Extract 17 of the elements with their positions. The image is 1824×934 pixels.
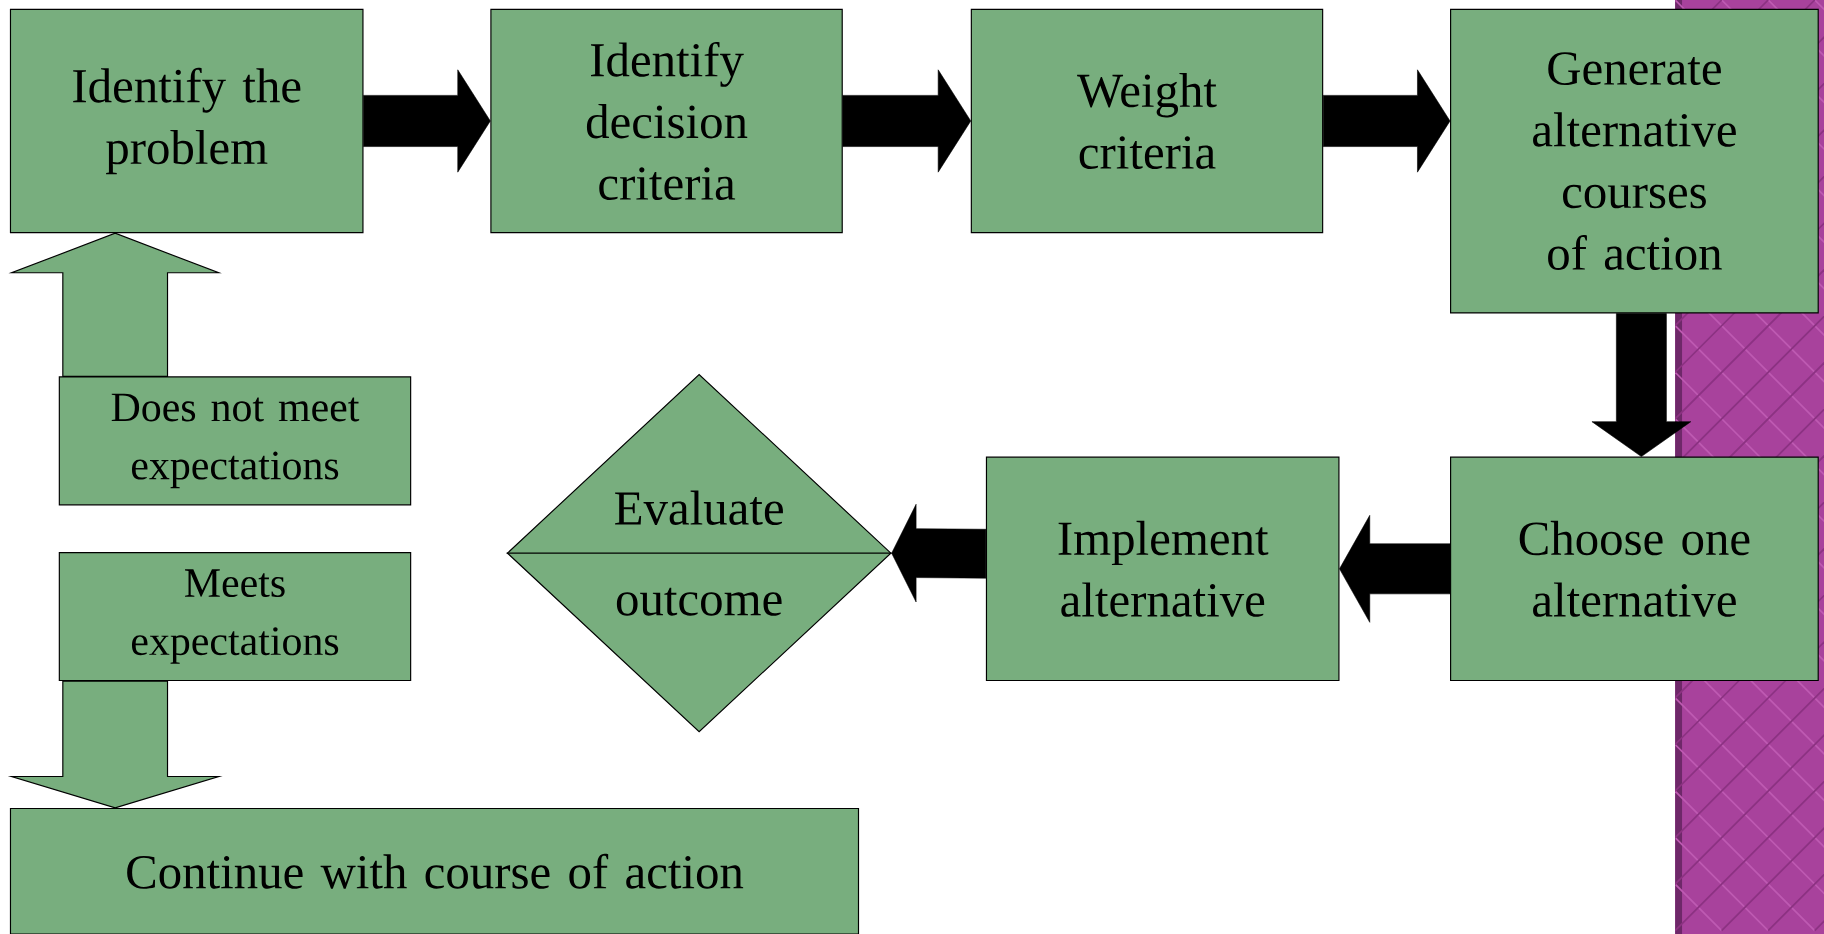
process-box: Weight criteria bbox=[970, 8, 1324, 234]
block-arrow bbox=[1339, 515, 1451, 623]
process-box: Meets expectations bbox=[58, 551, 412, 682]
block-arrow bbox=[842, 69, 972, 173]
process-box: Continue with course of action bbox=[9, 807, 860, 934]
block-arrow bbox=[363, 69, 491, 173]
process-box: Identify the problem bbox=[9, 8, 364, 234]
process-box: Identify decision criteria bbox=[490, 8, 843, 234]
process-box: Implement alternative bbox=[985, 456, 1340, 682]
block-arrow bbox=[7, 680, 223, 809]
process-box: Does not meet expectations bbox=[58, 376, 412, 506]
block-arrow bbox=[8, 232, 222, 377]
process-box: Choose one alternative bbox=[1450, 456, 1819, 682]
process-box: Generate alternative courses of action bbox=[1450, 8, 1819, 314]
block-arrow bbox=[1322, 69, 1451, 173]
block-arrow bbox=[1591, 313, 1692, 457]
block-arrow bbox=[891, 503, 987, 603]
